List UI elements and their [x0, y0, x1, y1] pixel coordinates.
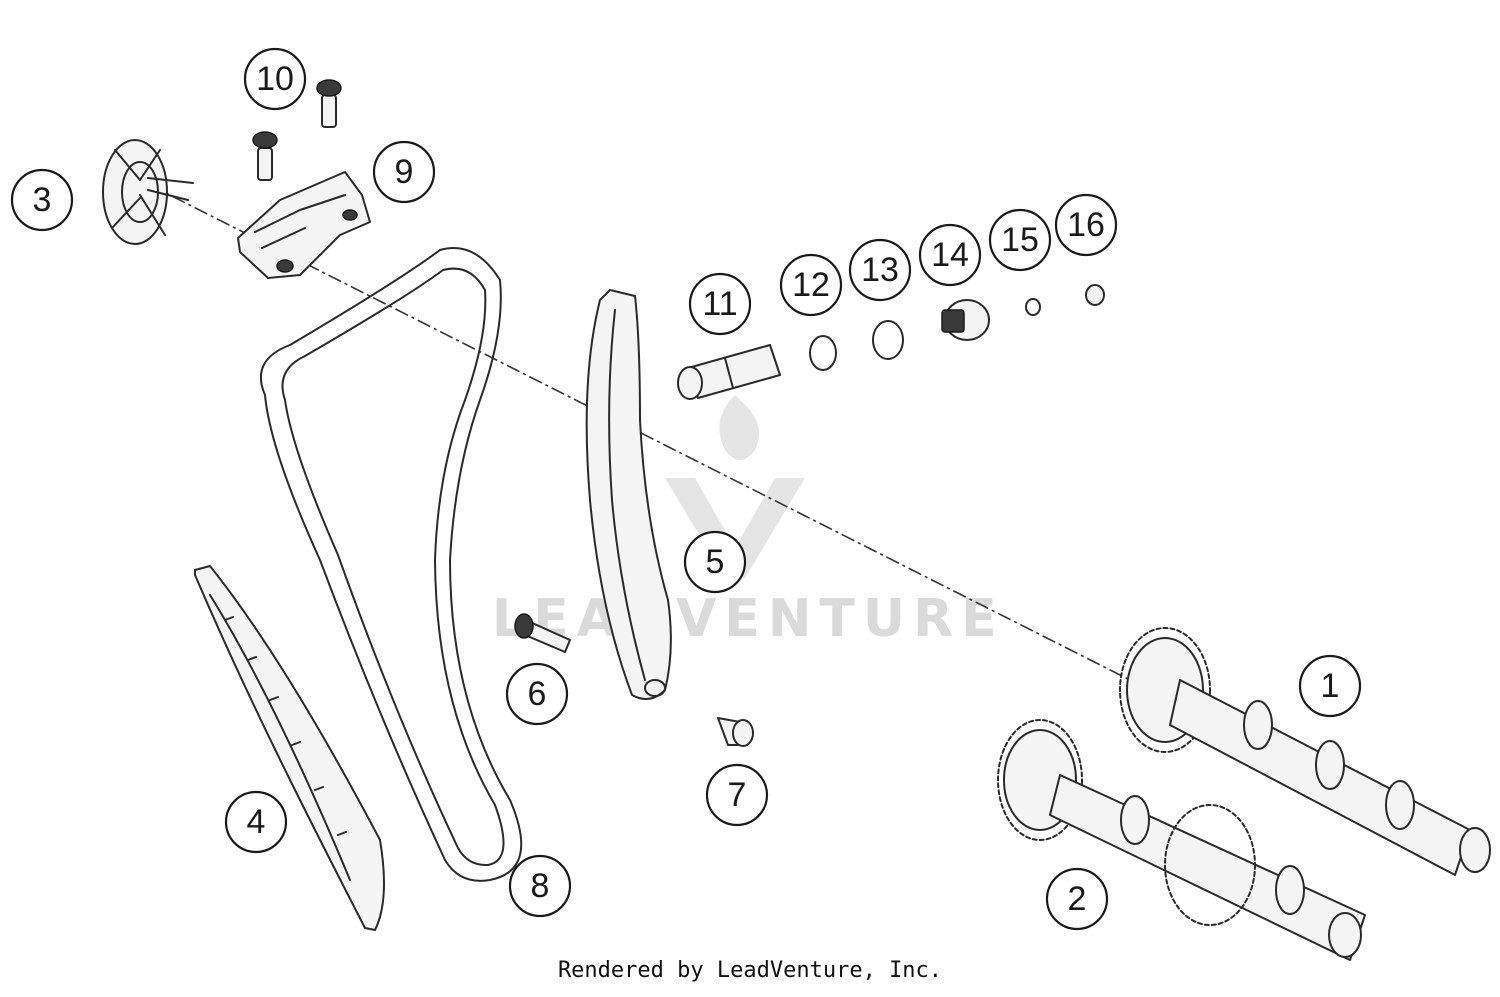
o-ring-12-part [809, 335, 837, 371]
callout-10-label: 10 [256, 60, 294, 98]
watermark-text: LEADVENTURE [492, 589, 1005, 649]
tensioner-rail-part [585, 289, 672, 700]
callout-7[interactable]: 7 [705, 763, 769, 827]
callout-16-label: 16 [1067, 206, 1105, 244]
callout-16[interactable]: 16 [1054, 193, 1118, 257]
callout-12[interactable]: 12 [779, 253, 843, 317]
camshaft-2-part [997, 719, 1366, 961]
callout-7-label: 7 [728, 776, 747, 814]
bolt-6-part [514, 613, 571, 653]
footer-credit: Rendered by LeadVenture, Inc. [557, 958, 943, 983]
callout-10[interactable]: 10 [243, 47, 307, 111]
callout-2[interactable]: 2 [1045, 867, 1109, 931]
plug-screw-14-part [941, 299, 990, 341]
callout-2-label: 2 [1068, 880, 1087, 918]
callout-15[interactable]: 15 [988, 208, 1052, 272]
washer-15-part [1025, 298, 1041, 316]
callout-12-label: 12 [792, 266, 830, 304]
callout-15-label: 15 [1001, 221, 1039, 259]
callout-8-label: 8 [531, 867, 550, 905]
o-ring-13-part [872, 320, 904, 360]
ball-16-part [1085, 284, 1105, 306]
callout-13[interactable]: 13 [848, 238, 912, 302]
callout-6[interactable]: 6 [505, 662, 569, 726]
callout-3[interactable]: 3 [10, 168, 74, 232]
tensioner-plunger-part [677, 344, 781, 400]
callout-14[interactable]: 14 [918, 223, 982, 287]
sleeve-7-part [717, 717, 754, 747]
tensioner-wheel-part [102, 139, 194, 245]
callout-13-label: 13 [861, 251, 899, 289]
tensioner-bracket-part [237, 171, 371, 279]
callout-3-label: 3 [33, 181, 52, 219]
callout-11[interactable]: 11 [688, 272, 752, 336]
watermark: LEADVENTURE [492, 395, 1005, 649]
callout-6-label: 6 [528, 675, 547, 713]
callout-5-label: 5 [706, 543, 725, 581]
bolts-part [252, 79, 342, 181]
callout-9-label: 9 [395, 153, 414, 191]
callout-1[interactable]: 1 [1298, 654, 1362, 718]
callout-5[interactable]: 5 [683, 530, 747, 594]
timing-chain-part [260, 247, 523, 882]
alignment-line [149, 184, 1131, 681]
callout-4-label: 4 [247, 803, 266, 841]
callout-4[interactable]: 4 [224, 790, 288, 854]
callout-8[interactable]: 8 [508, 854, 572, 918]
callout-14-label: 14 [931, 236, 969, 274]
guide-rail-part [194, 565, 385, 931]
camshaft-1-part [1119, 627, 1491, 876]
callout-1-label: 1 [1321, 667, 1340, 705]
callout-9[interactable]: 9 [372, 140, 436, 204]
callout-11-label: 11 [702, 285, 737, 323]
